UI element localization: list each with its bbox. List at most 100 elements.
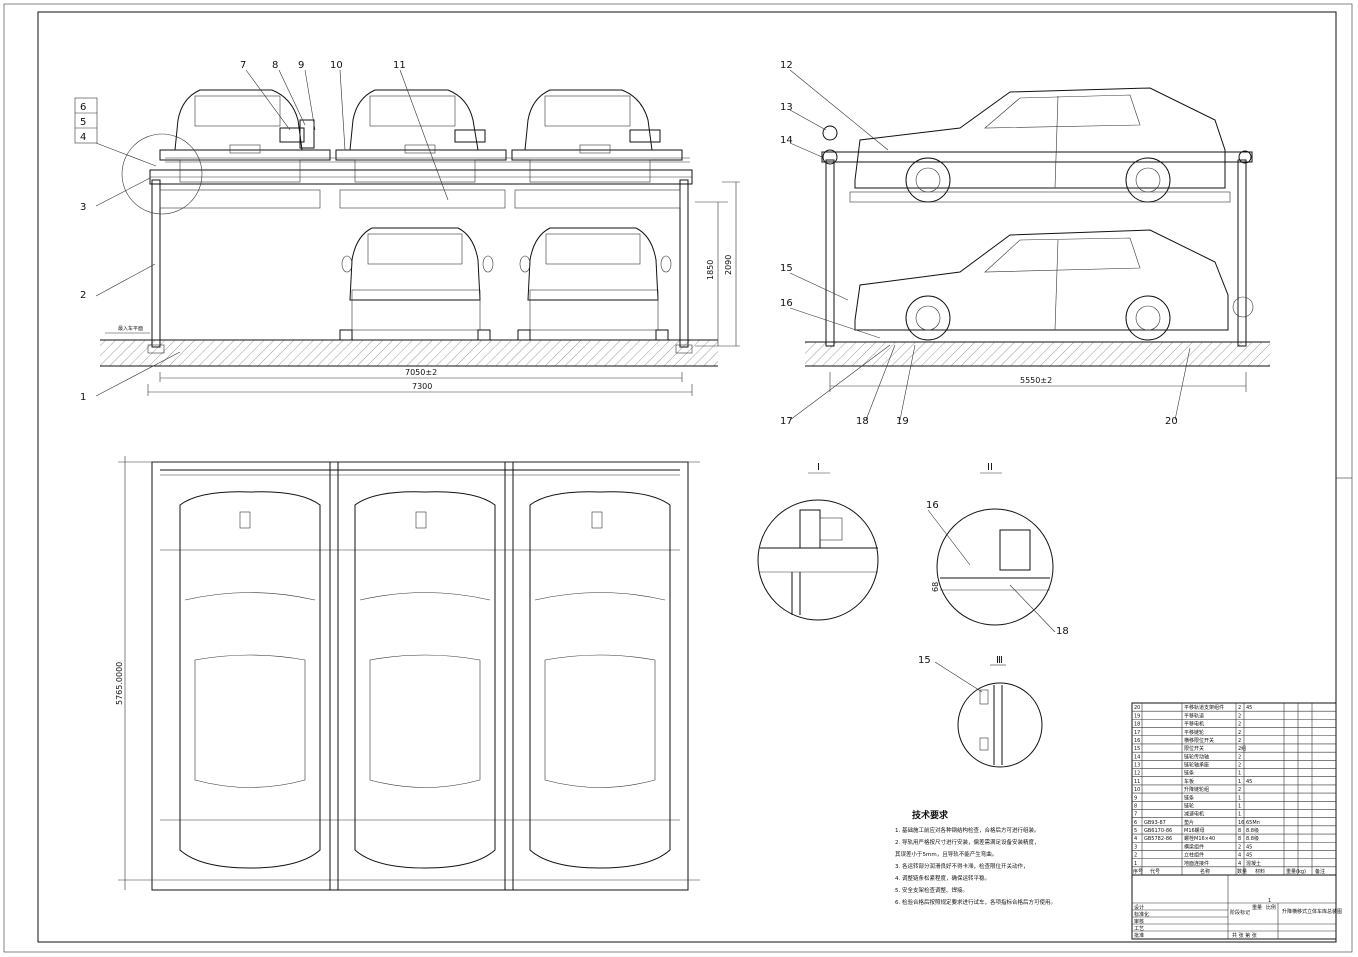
bom-cell-no: 16	[1134, 738, 1140, 744]
bom-cell-name: 平移链轮	[1184, 729, 1204, 736]
bom-cell-name: 平移电机	[1184, 721, 1204, 728]
bom-cell-name: 立柱组件	[1184, 852, 1204, 859]
tb-standard: 标准化	[1134, 911, 1149, 918]
bom-header-cell: 数量	[1237, 868, 1247, 875]
bom-cell-name: 垫片	[1184, 819, 1194, 826]
bom-cell-qty: 8	[1238, 836, 1241, 842]
note-line-1: 1. 基础施工前应对各种钢结构检查，合格后方可进行组装。	[895, 826, 1040, 834]
bom-cell-qty: 4	[1238, 853, 1241, 859]
bom-cell-no: 11	[1134, 779, 1140, 785]
bom-cell-mat: 45	[1246, 853, 1252, 859]
bom-cell-no: 18	[1134, 722, 1140, 728]
tb-scale: 比例	[1266, 904, 1276, 911]
note-line-2: 2. 导轨用严格按尺寸进行安装，偏差需满足设备安装精度，	[895, 838, 1040, 846]
callout-10: 10	[330, 60, 343, 71]
bom-cell-name: 减速电机	[1184, 811, 1204, 818]
tb-scale-val: 1	[1268, 898, 1271, 904]
tb-check: 审核	[1134, 918, 1144, 925]
callout-4: 4	[80, 132, 86, 143]
bom-cell-no: 7	[1134, 812, 1137, 818]
detail-i-marker	[121, 133, 203, 215]
tb-design: 设计	[1134, 904, 1144, 911]
bom-cell-qty: 2	[1238, 722, 1241, 728]
bom-cell-name: M16螺母	[1184, 827, 1205, 834]
callout-19: 19	[896, 416, 909, 427]
notes-title: 技术要求	[912, 809, 949, 821]
bom-cell-no: 13	[1134, 763, 1140, 769]
side-top-beam	[821, 151, 1253, 163]
upper-car-2	[349, 89, 479, 183]
callout-1: 1	[80, 392, 86, 403]
bom-cell-name: 链条	[1184, 770, 1194, 777]
lower-car-2	[517, 227, 672, 341]
front-left-post	[151, 179, 161, 348]
bom-cell-no: 6	[1134, 820, 1137, 826]
callout-15: 15	[780, 263, 793, 274]
side-upper-car	[849, 87, 1231, 203]
detail-iii-title: Ⅲ	[996, 655, 1003, 666]
callout-9: 9	[298, 60, 304, 71]
bom-cell-qty: 2	[1238, 844, 1241, 850]
bom-cell-code: GB93-87	[1144, 820, 1166, 826]
note-line-6: 5. 安全支架检查调整、焊接。	[895, 886, 968, 894]
bom-cell-name: 限位开关	[1184, 745, 1204, 752]
bom-cell-qty: 2	[1238, 738, 1241, 744]
tb-stage: 阶段标记	[1230, 909, 1250, 916]
bom-cell-mat: 45	[1246, 705, 1252, 711]
bom-cell-code: GB5782-86	[1144, 836, 1172, 842]
bom-cell-mat: 8.8级	[1246, 827, 1259, 834]
bom-cell-no: 3	[1134, 844, 1137, 850]
side-left-post	[825, 159, 835, 347]
bom-cell-no: 12	[1134, 771, 1140, 777]
tb-drawing-title: 升降横移式立体车库总装图	[1282, 908, 1342, 915]
bom-header-cell: 名称	[1200, 868, 1210, 875]
plan-car-3	[529, 491, 671, 869]
detail-iii-callout-15: 15	[918, 655, 931, 666]
bom-cell-qty: 1	[1238, 779, 1241, 785]
detail-ii-title: II	[987, 462, 993, 473]
bom-cell-name: 车板	[1184, 778, 1194, 785]
bom-cell-name: 升降链轮组	[1184, 786, 1209, 793]
bom-cell-name: 地面连接件	[1184, 860, 1209, 867]
callout-13: 13	[780, 102, 793, 113]
detail-ii-callout-16: 16	[926, 500, 939, 511]
bom-cell-mat: 45	[1246, 844, 1252, 850]
detail-iii: Ⅲ 15	[918, 655, 1043, 768]
detail-ii: II 16 18 68	[926, 462, 1069, 637]
bom-cell-no: 4	[1134, 836, 1137, 842]
bom-cell-no: 8	[1134, 803, 1137, 809]
bom-header-cell: 备注	[1315, 868, 1325, 875]
bom-cell-name: 螺栓M16×40	[1184, 835, 1215, 842]
bom-cell-mat: 8.8级	[1246, 835, 1259, 842]
bom-cell-name: 链轮	[1184, 802, 1194, 809]
bom-cell-qty: 1	[1238, 771, 1241, 777]
bom-cell-qty: 2	[1238, 754, 1241, 760]
bom-cell-qty: 1	[1238, 812, 1241, 818]
side-lower-car	[854, 229, 1254, 341]
callout-12: 12	[780, 60, 793, 71]
bom-cell-no: 14	[1134, 754, 1140, 760]
dim-height-1850: 1850	[706, 260, 715, 280]
bom-cell-qty: 2	[1238, 787, 1241, 793]
bom-cell-code: GB6170-86	[1144, 828, 1172, 834]
dim-front-inner: 7050±2	[405, 368, 437, 377]
lower-car-1	[339, 227, 494, 341]
inner-frame	[37, 11, 1337, 943]
bom-cell-no: 15	[1134, 746, 1140, 752]
tb-sheet: 共 张 第 张	[1232, 932, 1257, 939]
ground-level-label: 最入车平面	[118, 325, 143, 332]
bom-cell-no: 1	[1134, 861, 1137, 867]
bom-header-cell: 代号	[1150, 868, 1160, 875]
dim-height-2090: 2090	[724, 255, 733, 275]
bom-cell-name: 链轮传动轴	[1184, 753, 1209, 760]
detail-i-title: I	[817, 462, 820, 473]
bom-cell-qty: 2	[1238, 763, 1241, 769]
bom-cell-qty: 8	[1238, 828, 1241, 834]
bom-header-cell: 重量(kg)	[1286, 868, 1306, 875]
bom-header-cell: 序号	[1133, 868, 1143, 875]
technical-notes: 技术要求 1. 基础施工前应对各种钢结构检查，合格后方可进行组装。 2. 导轨用…	[895, 809, 1056, 906]
callout-14: 14	[780, 135, 793, 146]
detail-i: I	[757, 462, 879, 621]
note-line-3: 其误差小于5mm，且导轨不能产生弯曲。	[895, 850, 997, 858]
